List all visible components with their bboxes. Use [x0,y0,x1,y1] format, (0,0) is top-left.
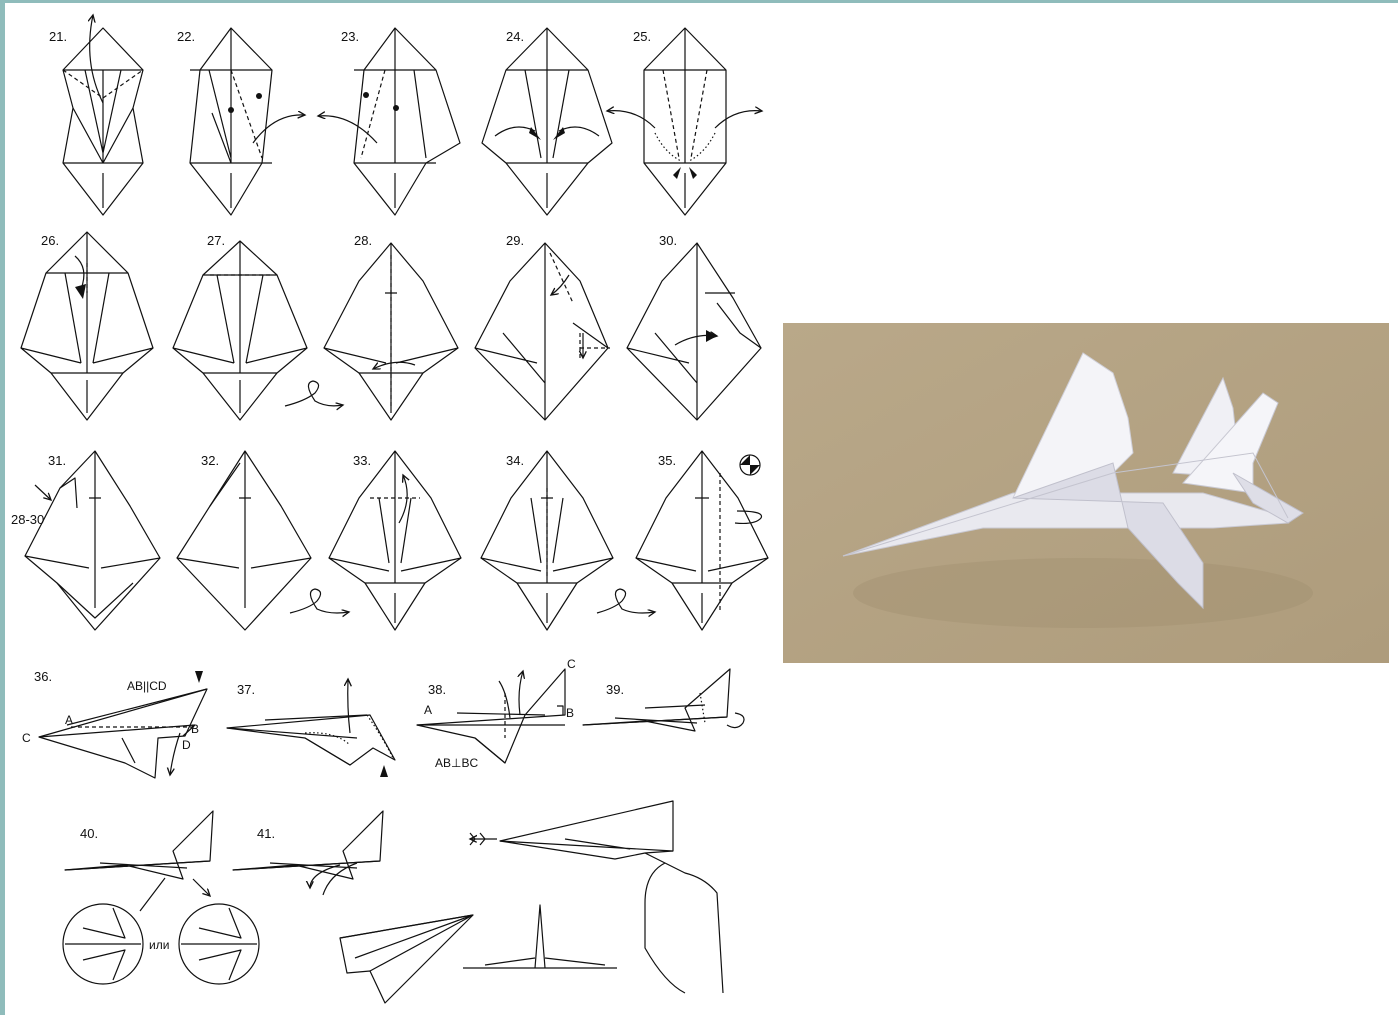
step-label-38: 38. [428,682,446,697]
step-label-35: 35. [658,453,676,468]
step-label-21: 21. [49,29,67,44]
paper-jet-photo [783,323,1389,663]
point-b-label-38: B [566,706,574,720]
step-label-39: 39. [606,682,624,697]
repeat-steps-label: 28-30 [11,512,44,527]
point-a-label-38: A [424,703,432,717]
step-28-figure [324,243,458,420]
step-label-34: 34. [506,453,524,468]
step-label-31: 31. [48,453,66,468]
step-label-25: 25. [633,29,651,44]
step-33-figure [329,451,461,630]
point-d-label-36: D [182,738,191,752]
point-c-label-38: C [567,657,576,671]
step-39-figure [583,669,744,731]
point-b-label-36: B [191,722,199,736]
step-label-30: 30. [659,233,677,248]
step-23-figure [318,28,460,215]
step-label-26: 26. [41,233,59,248]
step-41-figure [233,811,383,895]
step-label-37: 37. [237,682,255,697]
folding-instructions-diagram: 21. 22. 23. 24. 25. 26. 27. 28. 29. 30. … [5,3,780,1015]
step-21-figure [63,15,143,215]
step-24-figure [482,28,612,215]
point-c-label-36: C [22,731,31,745]
or-word-label: или [149,938,169,952]
step-label-32: 32. [201,453,219,468]
step-label-33: 33. [353,453,371,468]
step-32-figure [177,451,349,630]
step-31-figure [25,451,160,630]
step-label-28: 28. [354,233,372,248]
step-label-22: 22. [177,29,195,44]
step-25-figure [607,28,762,215]
step-label-24: 24. [506,29,524,44]
step-label-36: 36. [34,669,52,684]
step-label-27: 27. [207,233,225,248]
step-35-figure [636,451,768,630]
parallel-note: AB||CD [127,679,167,693]
step-34-figure [481,451,655,630]
step-26-figure [21,232,153,420]
perpendicular-note: AB⊥BC [435,756,478,770]
step-label-40: 40. [80,826,98,841]
step-label-23: 23. [341,29,359,44]
throw-illustration [340,801,723,1003]
step-27-figure [173,241,343,420]
point-a-label-36: A [65,713,73,727]
step-label-29: 29. [506,233,524,248]
step-22-figure [190,28,305,215]
step-30-figure [627,243,761,420]
step-label-41: 41. [257,826,275,841]
step-29-figure [475,243,610,420]
